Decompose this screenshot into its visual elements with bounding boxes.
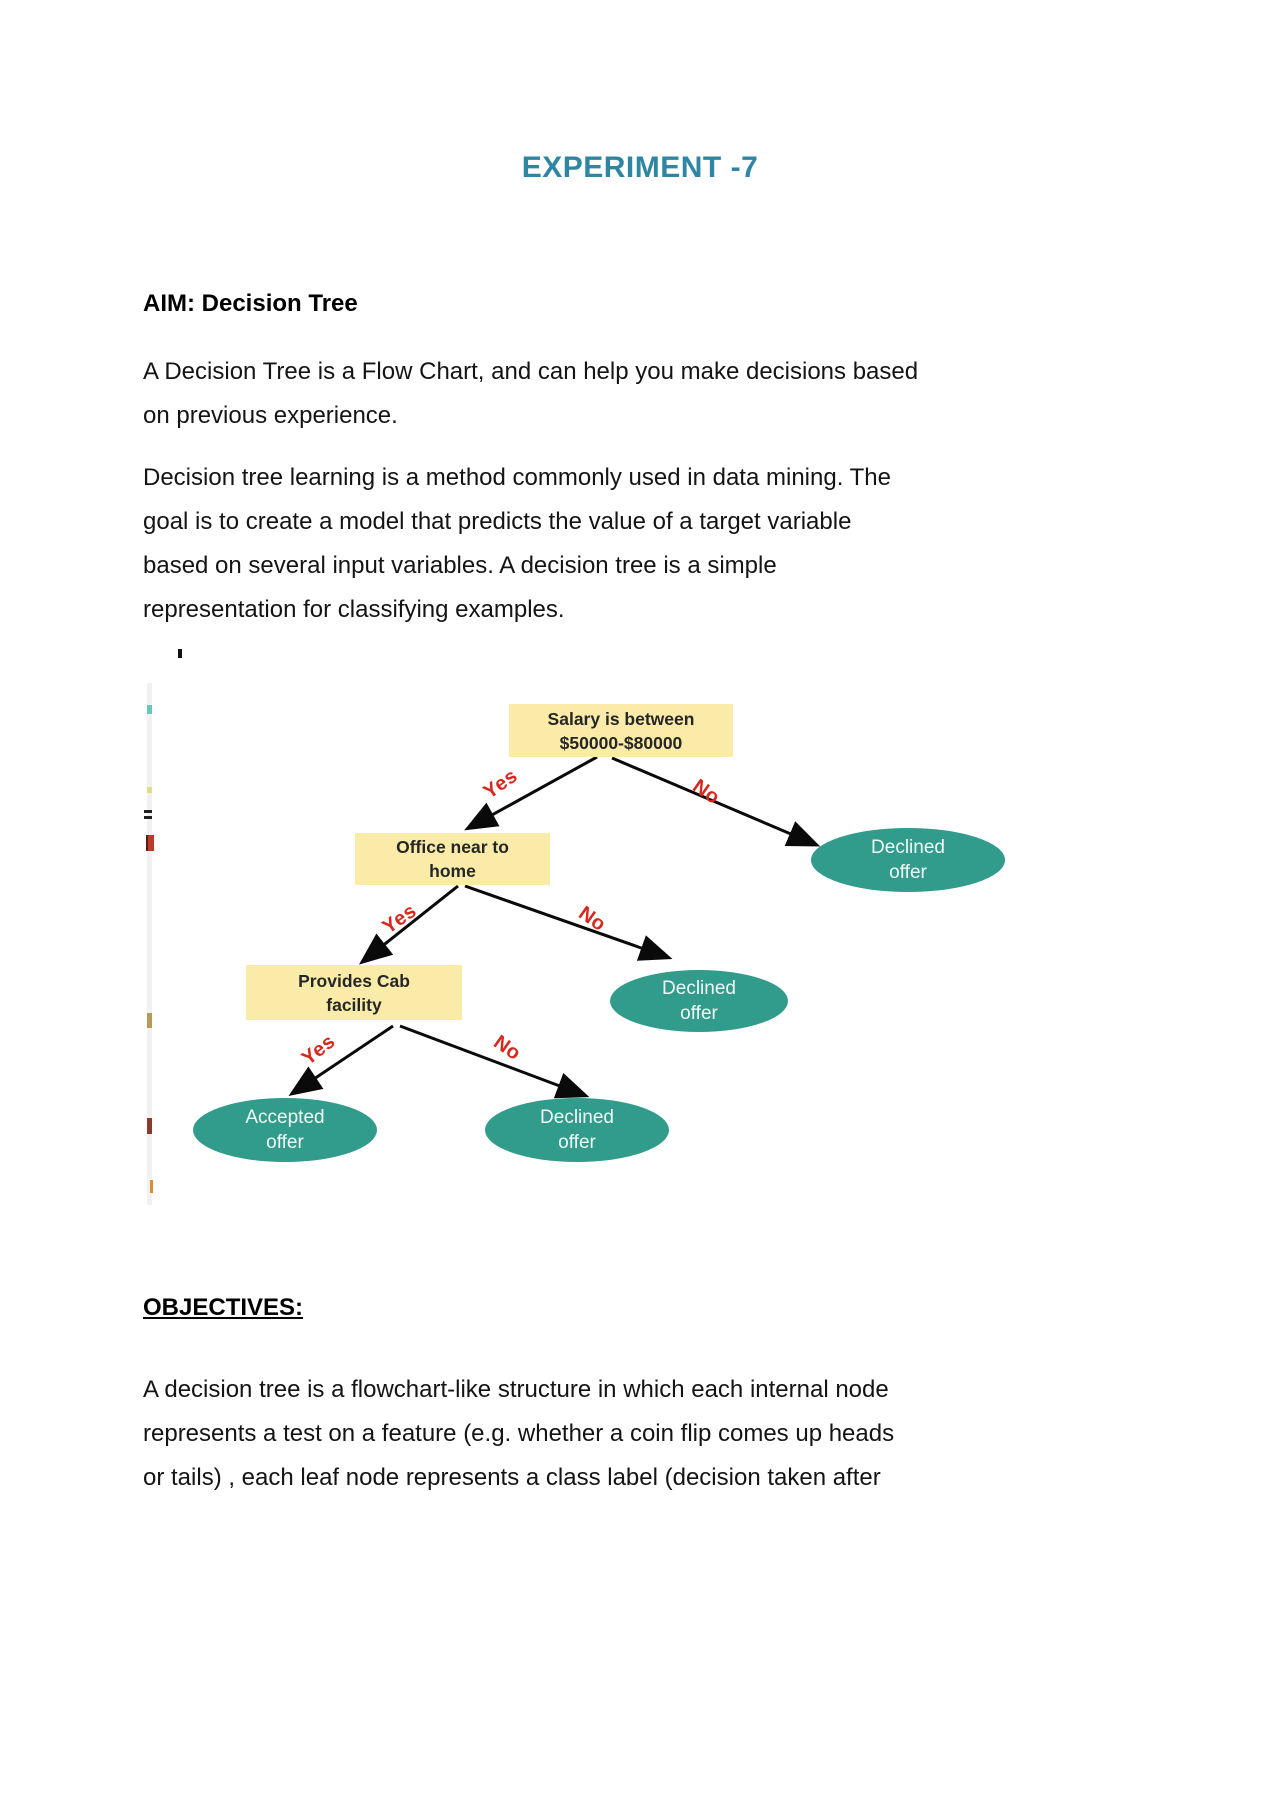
node-salary-range: Salary is between $50000-$80000	[509, 704, 733, 757]
image-artifact	[147, 787, 152, 793]
arrow-cab-yes	[288, 1024, 394, 1097]
arrow-office-yes	[358, 884, 459, 965]
decision-tree-arrows	[288, 755, 821, 1099]
image-edge-strip	[147, 683, 152, 1205]
aim-heading: AIM: Decision Tree	[143, 290, 358, 317]
objectives-paragraph: A decision tree is a flowchart-like stru…	[143, 1376, 895, 1491]
intro-paragraph: A Decision Tree is a Flow Chart, and can…	[143, 358, 919, 429]
arrow-office-no	[464, 884, 673, 961]
image-artifact	[150, 1180, 153, 1193]
node-office-near-home: Office near to home	[355, 833, 550, 885]
node-declined-offer-bottom: Declined offer	[485, 1098, 669, 1162]
image-artifact	[144, 810, 152, 813]
image-artifact	[146, 835, 154, 851]
description-paragraph: Decision tree learning is a method commo…	[143, 464, 891, 623]
node-declined-offer-mid: Declined offer	[610, 970, 788, 1032]
arrow-salary-yes	[464, 755, 598, 831]
document-title: EXPERIMENT -7	[521, 151, 759, 184]
image-artifact	[147, 1013, 152, 1028]
decision-tree-figure: Salary is between $50000-$80000 Office n…	[0, 645, 1280, 1210]
node-provides-cab: Provides Cab facility	[246, 965, 462, 1020]
objectives-heading: OBJECTIVES:	[143, 1294, 304, 1321]
image-artifact	[147, 1118, 152, 1134]
node-declined-offer-right: Declined offer	[811, 828, 1005, 892]
document-page: EXPERIMENT -7 AIM: Decision Tree A Decis…	[0, 148, 1280, 1500]
arrow-cab-no	[399, 1024, 590, 1099]
node-accepted-offer: Accepted offer	[193, 1098, 377, 1162]
image-artifact	[178, 649, 182, 658]
arrow-salary-no	[611, 756, 821, 847]
image-artifact	[144, 816, 152, 819]
image-artifact	[147, 705, 152, 714]
